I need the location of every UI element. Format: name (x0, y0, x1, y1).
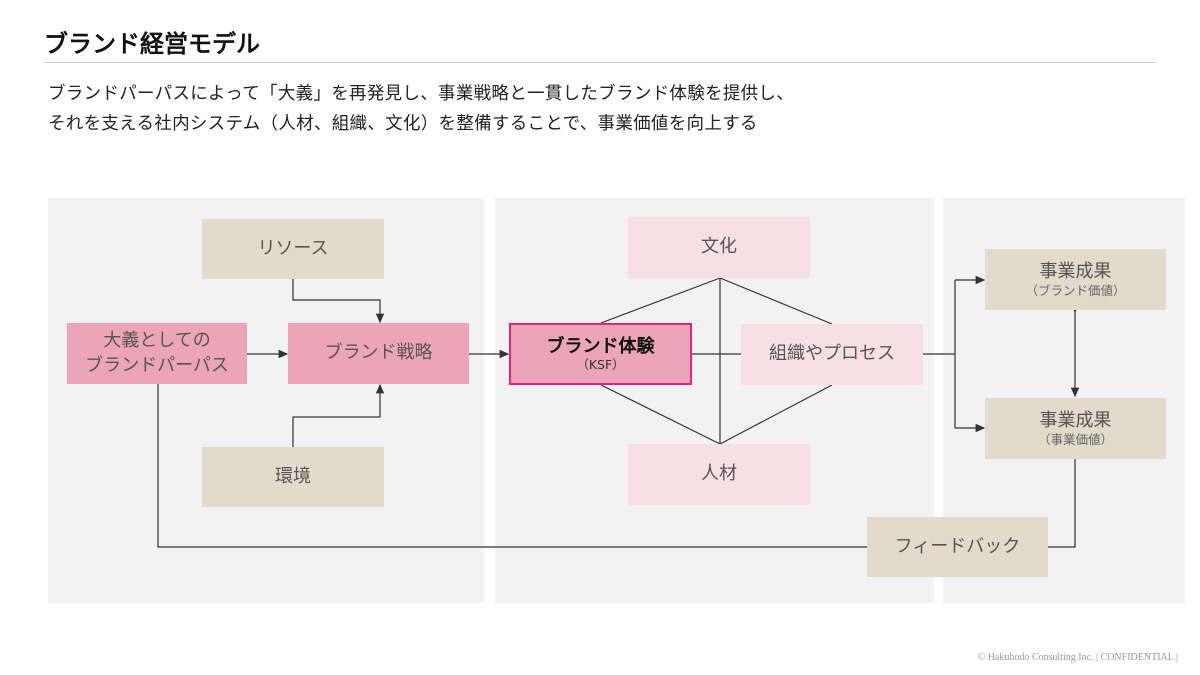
arrow-resource-strategy (292, 279, 385, 324)
node-sublabel: （事業価値） (1037, 431, 1113, 447)
node-label: 事業成果 (1039, 410, 1112, 432)
node-result-business-value: 事業成果（事業価値） (985, 398, 1166, 459)
line-diamond (600, 277, 721, 324)
node-resource: リソース (202, 219, 384, 279)
node-culture: 文化 (628, 217, 810, 278)
node-people: 人材 (628, 444, 810, 505)
subtitle-line-1: ブランドパーパスによって「大義」を再発見し、事業戦略と一貫したブランド体験を提供… (48, 84, 795, 104)
arrow-environment-strategy (292, 383, 385, 447)
node-label: 組織やプロセス (769, 343, 895, 365)
node-label: 事業成果 (1039, 261, 1112, 283)
node-label: 人材 (701, 463, 737, 485)
node-sublabel: （ブランド価値） (1025, 282, 1126, 298)
node-label: ブランド戦略 (324, 342, 433, 364)
feedback-loop-line (157, 384, 867, 548)
node-label: 文化 (701, 236, 737, 258)
node-label: ブランドパーパス (85, 354, 229, 376)
node-strategy: ブランド戦略 (288, 323, 469, 384)
node-label: ブランド体験 (546, 335, 655, 357)
node-feedback: フィードバック (867, 517, 1048, 577)
node-sublabel: （KSF） (576, 357, 625, 373)
page-title: ブランド経営モデル (44, 30, 260, 58)
title-divider (44, 62, 1156, 63)
node-label: リソース (257, 237, 329, 259)
node-label: 環境 (275, 465, 311, 487)
node-brand-experience: ブランド体験（KSF） (509, 323, 692, 385)
node-environment: 環境 (202, 447, 384, 507)
node-organization: 組織やプロセス (741, 324, 923, 385)
node-label: フィードバック (894, 535, 1021, 557)
node-result-brand-value: 事業成果（ブランド価値） (985, 249, 1166, 310)
node-label: 大義としての (103, 330, 211, 352)
node-purpose: 大義としてのブランドパーパス (67, 323, 247, 384)
footer-copyright: © Hakuhodo Consulting Inc. | CONFIDENTIA… (977, 652, 1178, 663)
subtitle-line-2: それを支える社内システム（人材、組織、文化）を整備することで、事業価値を向上する (48, 114, 758, 134)
